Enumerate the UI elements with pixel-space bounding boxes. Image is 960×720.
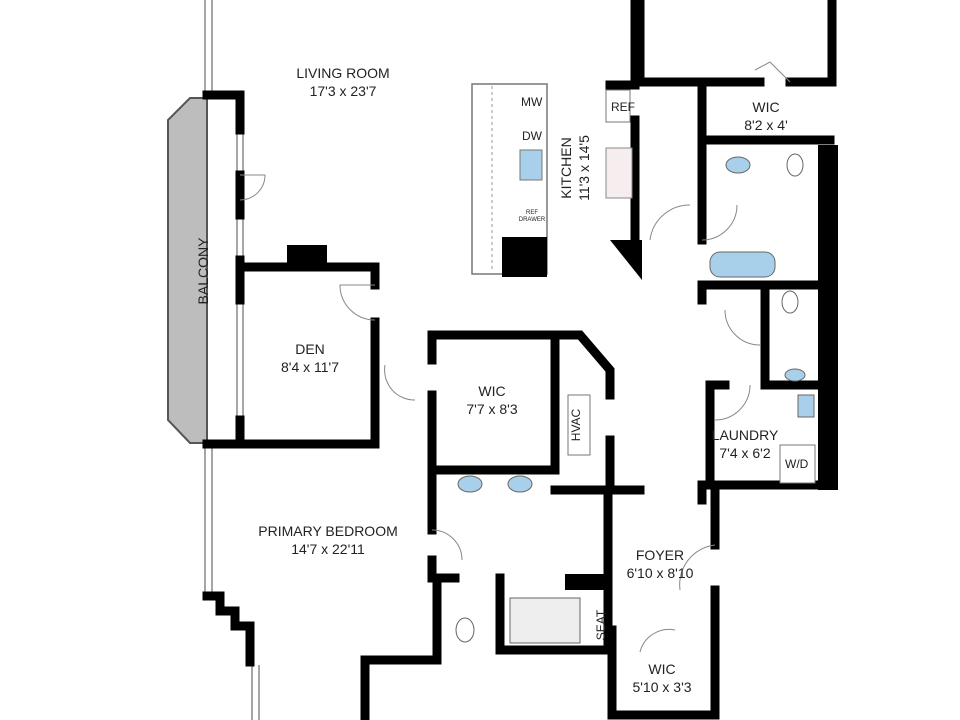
wic-top-label: WIC 8'2 x 4': [744, 98, 787, 134]
ref-label: REF: [611, 100, 635, 114]
exterior-windows: [204, 0, 260, 720]
walls: [202, 0, 837, 720]
fireplace: [287, 245, 327, 265]
hvac-label: HVAC: [569, 408, 584, 442]
wic-primary-label: WIC 7'7 x 8'3: [466, 382, 517, 418]
kitchen-sink: [519, 149, 543, 181]
room-dims: 11'3 x 14'5: [576, 135, 592, 201]
ref-drawer-label: REF DRAWER: [518, 210, 546, 223]
room-dims: 7'4 x 6'2: [719, 445, 771, 461]
washer-dryer: [779, 444, 816, 484]
room-name: WIC: [752, 99, 780, 115]
kitchen-wall-corner: [610, 240, 642, 280]
room-name: KITCHEN: [558, 137, 574, 199]
room-dims: 6'10 x 8'10: [626, 565, 694, 581]
room-dims: 8'4 x 11'7: [280, 359, 340, 375]
balcony-label: BALCONY: [194, 238, 212, 305]
microwave-label: MW: [521, 95, 543, 109]
exterior-wall-right: [818, 145, 838, 490]
stove: [605, 147, 633, 199]
room-dims: 14'7 x 22'11: [291, 541, 365, 557]
room-name: WIC: [478, 383, 506, 399]
primary-bedroom-label: PRIMARY BEDROOM 14'7 x 22'11: [258, 522, 398, 558]
wic-foyer-label: WIC 5'10 x 3'3: [632, 660, 691, 696]
dishwasher-label: DW: [522, 129, 542, 143]
living-room-label: LIVING ROOM 17'3 x 23'7: [296, 64, 389, 100]
fixtures: [455, 153, 815, 644]
seat-label: SEAT: [594, 609, 609, 641]
room-name: BALCONY: [195, 237, 211, 305]
wd-label: W/D: [785, 457, 809, 471]
room-name: PRIMARY BEDROOM: [258, 523, 398, 539]
room-dims: 7'7 x 8'3: [466, 401, 518, 417]
room-dims: 17'3 x 23'7: [309, 83, 377, 99]
room-name: DEN: [295, 341, 325, 357]
hvac-unit: [567, 394, 591, 456]
refrigerator: [605, 89, 631, 123]
kitchen-island: [471, 83, 548, 277]
room-name: WIC: [648, 661, 676, 677]
foyer-label: FOYER 6'10 x 8'10: [627, 546, 694, 582]
laundry-label: LAUNDRY 7'4 x 6'2: [712, 426, 779, 462]
room-name: FOYER: [635, 547, 685, 563]
room-dims: 5'10 x 3'3: [632, 679, 692, 695]
bath-wall-block: [565, 574, 610, 590]
room-name: LAUNDRY: [711, 427, 779, 443]
den-label: DEN 8'4 x 11'7: [281, 340, 339, 376]
room-name: LIVING ROOM: [296, 65, 390, 81]
room-dims: 8'2 x 4': [744, 117, 788, 133]
doors: [239, 61, 791, 653]
